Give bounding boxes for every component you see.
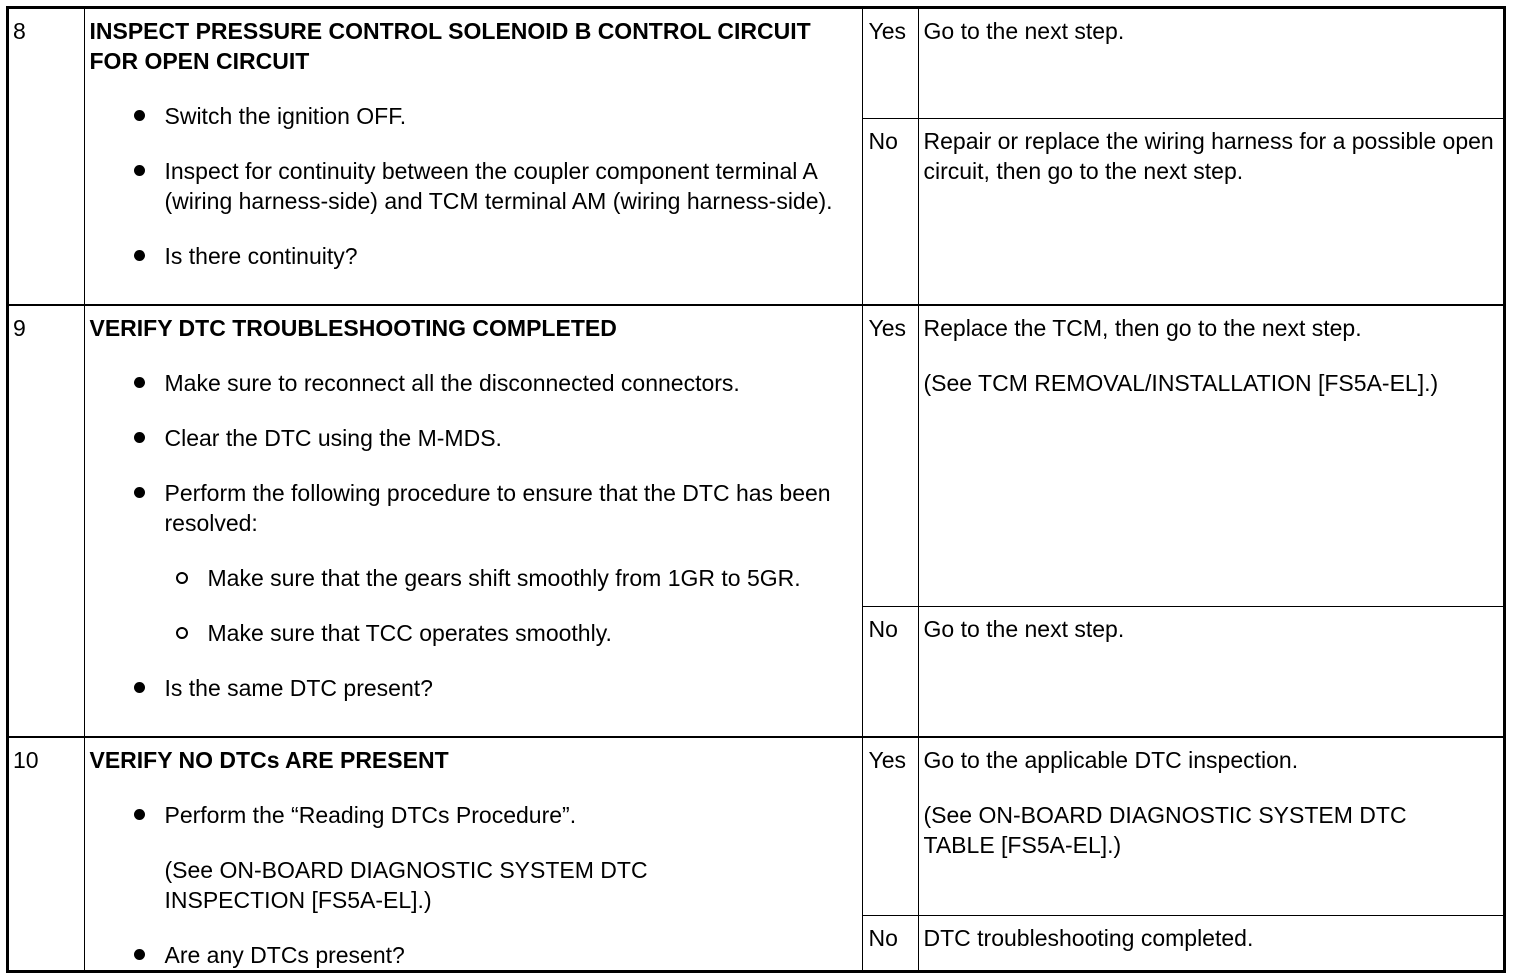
yes-action: Go to the next step.: [917, 9, 1503, 119]
no-action: Go to the next step.: [917, 605, 1503, 738]
action-text: Go to the next step.: [923, 18, 1125, 44]
troubleshooting-grid: 8 INSPECT PRESSURE CONTROL SOLENOID B CO…: [9, 9, 1503, 973]
yes-label: Yes: [861, 9, 919, 119]
bullet-item: Inspect for continuity between the coupl…: [133, 156, 844, 216]
troubleshooting-table: 8 INSPECT PRESSURE CONTROL SOLENOID B CO…: [6, 6, 1506, 973]
bullet-text: Perform the “Reading DTCs Procedure”.: [164, 802, 577, 828]
action-text: Go to the next step.: [923, 615, 1125, 642]
step-number: 10: [9, 736, 85, 973]
bullet-list: Perform the “Reading DTCs Procedure”. (S…: [90, 800, 844, 970]
step-instructions: VERIFY NO DTCs ARE PRESENT Perform the “…: [83, 736, 863, 973]
step-number: 8: [9, 9, 85, 306]
bullet-item: Is there continuity?: [133, 241, 844, 271]
step-title: INSPECT PRESSURE CONTROL SOLENOID B CONT…: [89, 18, 811, 74]
bullet-item: Perform the “Reading DTCs Procedure”. (S…: [133, 800, 844, 915]
bullet-item: Is the same DTC present?: [133, 673, 844, 703]
action-text: Repair or replace the wiring harness for…: [923, 127, 1494, 184]
yes-label: Yes: [861, 304, 919, 607]
yes-label: Yes: [861, 736, 919, 916]
yes-action: Replace the TCM, then go to the next ste…: [917, 304, 1503, 607]
step-title: VERIFY NO DTCs ARE PRESENT: [89, 747, 449, 773]
no-label: No: [862, 117, 919, 306]
reference-note: (See TCM REMOVAL/INSTALLATION [FS5A-EL].…: [923, 370, 1439, 396]
reference-note: (See ON-BOARD DIAGNOSTIC SYSTEM DTC TABL…: [923, 802, 1407, 858]
reference-note: (See ON-BOARD DIAGNOSTIC SYSTEM DTC INSP…: [164, 857, 648, 913]
step-8-no-row: No Repair or replace the wiring harness …: [9, 117, 1503, 306]
bullet-item: Perform the following procedure to ensur…: [133, 478, 844, 648]
action-text: Replace the TCM, then go to the next ste…: [923, 315, 1362, 341]
step-10-yes-row: 10 VERIFY NO DTCs ARE PRESENT Perform th…: [9, 736, 1503, 973]
sub-bullet-item: Make sure that TCC operates smoothly.: [175, 618, 814, 648]
sub-bullet-item: Make sure that the gears shift smoothly …: [175, 563, 814, 593]
no-label: No: [862, 605, 919, 738]
bullet-item: Make sure to reconnect all the disconnec…: [133, 368, 844, 398]
action-text: Go to the applicable DTC inspection.: [923, 747, 1299, 773]
step-instructions: VERIFY DTC TROUBLESHOOTING COMPLETED Mak…: [83, 304, 863, 738]
action-text: DTC troubleshooting completed.: [923, 924, 1254, 951]
bullet-text: Perform the following procedure to ensur…: [164, 480, 831, 536]
step-8-yes-row: 8 INSPECT PRESSURE CONTROL SOLENOID B CO…: [9, 9, 1503, 306]
step-9-yes-row: 9 VERIFY DTC TROUBLESHOOTING COMPLETED M…: [9, 304, 1503, 738]
yes-action: Go to the applicable DTC inspection. (Se…: [917, 736, 1503, 916]
step-instructions: INSPECT PRESSURE CONTROL SOLENOID B CONT…: [83, 9, 863, 306]
step-10-no-row: No DTC troubleshooting completed.: [9, 914, 1503, 972]
no-action: Repair or replace the wiring harness for…: [917, 117, 1503, 306]
step-title: VERIFY DTC TROUBLESHOOTING COMPLETED: [89, 315, 617, 341]
bullet-list: Make sure to reconnect all the disconnec…: [90, 368, 844, 703]
no-label: No: [862, 914, 919, 972]
no-action: DTC troubleshooting completed.: [917, 914, 1503, 972]
bullet-item: Clear the DTC using the M-MDS.: [133, 423, 844, 453]
bullet-item: Switch the ignition OFF.: [133, 101, 844, 131]
step-number: 9: [9, 304, 85, 738]
bullet-list: Switch the ignition OFF. Inspect for con…: [90, 101, 844, 271]
bullet-item: Are any DTCs present?: [133, 940, 844, 970]
sub-bullet-list: Make sure that the gears shift smoothly …: [165, 563, 814, 648]
